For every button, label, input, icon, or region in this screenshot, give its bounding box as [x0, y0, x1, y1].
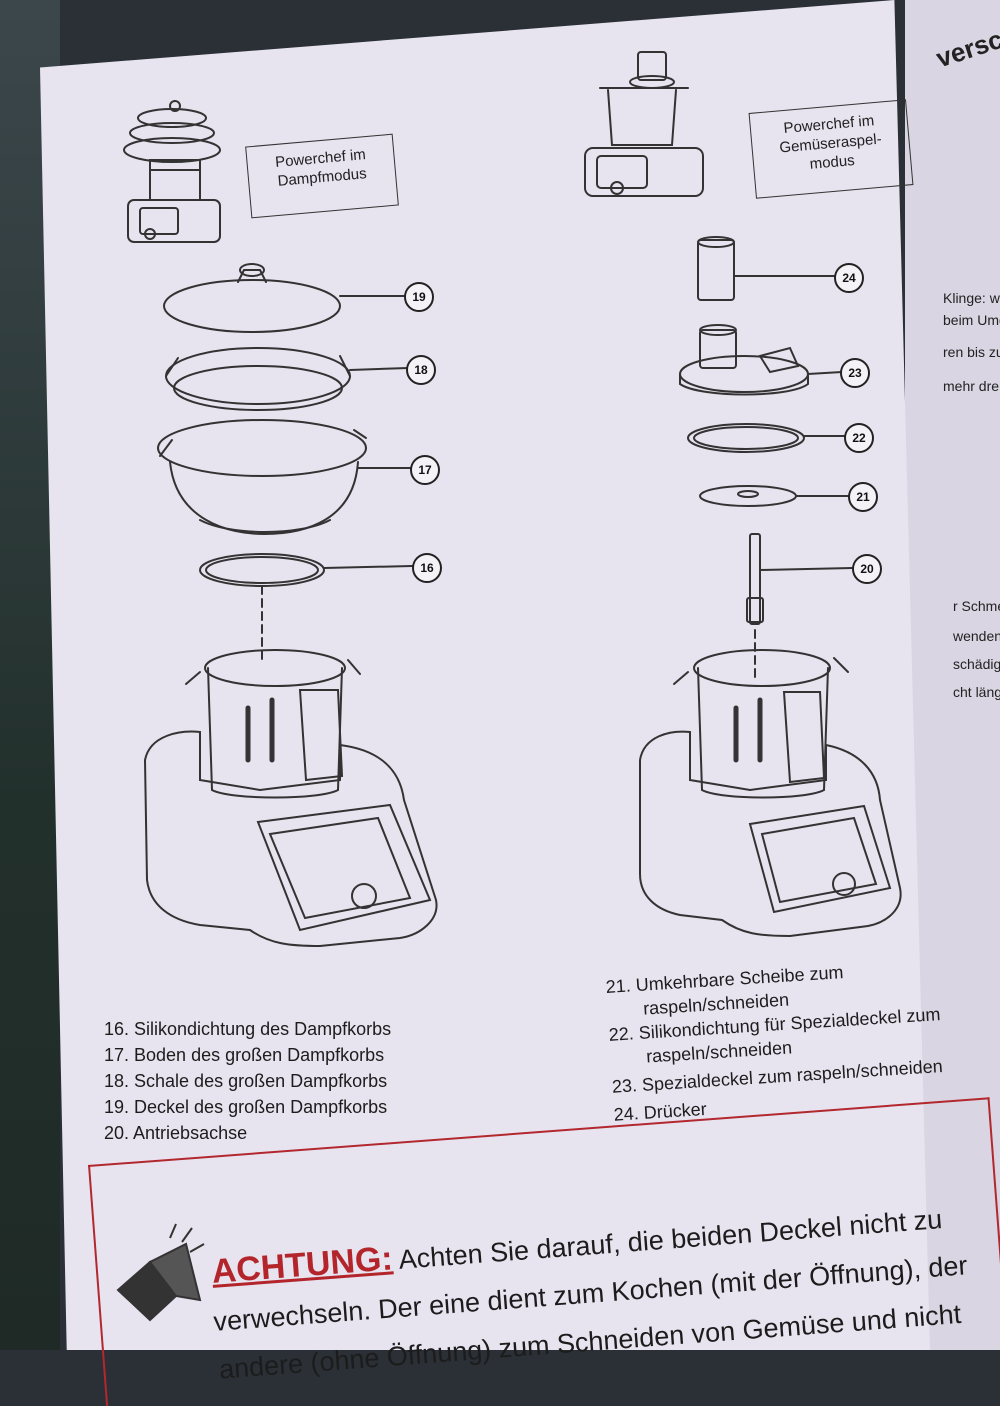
warning-label: ACHTUNG: [210, 1239, 395, 1291]
edge-text: beim Umg [943, 312, 1000, 328]
callout-24: 24 [834, 263, 864, 293]
steam-mode-label: Powerchef im Dampfmodus [245, 133, 399, 219]
callout-23: 23 [840, 358, 870, 388]
pusher-24 [697, 236, 837, 301]
edge-text: schädigt w [953, 656, 1000, 672]
edge-text: ren bis zur [943, 344, 1000, 360]
megaphone-icon [116, 1223, 205, 1322]
right-main-machine-illustration [639, 649, 902, 938]
callout-16: 16 [412, 553, 442, 583]
manual-page [40, 0, 930, 1350]
seal-22 [687, 423, 847, 453]
steam-lid-19 [163, 263, 409, 333]
callout-19: 19 [404, 282, 434, 312]
exploded-view-drawing [116, 51, 902, 1322]
seal-16 [199, 553, 413, 661]
grater-mode-label: Powerchef im Gemüseraspel- modus [748, 99, 914, 199]
callout-21: 21 [848, 482, 878, 512]
steam-tray-18 [165, 347, 409, 411]
legend-item-19: 19. Deckel des großen Dampfkorbs [104, 1097, 388, 1117]
legend-item-16: 16. Silikondichtung des Dampfkorbs [104, 1019, 392, 1039]
callout-20: 20 [852, 554, 882, 584]
legend-right: 21. Umkehrbare Scheibe zum raspeln/schne… [605, 954, 946, 1127]
edge-text: wenden. [953, 628, 1000, 644]
small-grater-machine-illustration [584, 51, 704, 197]
left-main-machine-illustration [143, 649, 438, 948]
edge-text: r Schme [953, 598, 1000, 614]
edge-text: mehr dre [943, 378, 1000, 394]
edge-text: Klinge: we [943, 290, 1000, 306]
legend-item-20: 20. Antriebsachse [104, 1123, 248, 1143]
callout-22: 22 [844, 423, 874, 453]
special-lid-23 [679, 324, 843, 396]
legend-left: 16. Silikondichtung des Dampfkorbs 17. B… [104, 1016, 391, 1146]
legend-item-17: 17. Boden des großen Dampfkorbs [104, 1045, 385, 1065]
callout-17: 17 [410, 455, 440, 485]
legend-item-18: 18. Schale des großen Dampfkorbs [104, 1071, 388, 1091]
drive-axle-20 [746, 533, 853, 681]
edge-text: cht länger [953, 684, 1000, 700]
disc-21 [699, 485, 851, 507]
small-steam-machine-illustration [123, 100, 221, 243]
callout-18: 18 [406, 355, 436, 385]
steam-bowl-17 [157, 419, 413, 536]
